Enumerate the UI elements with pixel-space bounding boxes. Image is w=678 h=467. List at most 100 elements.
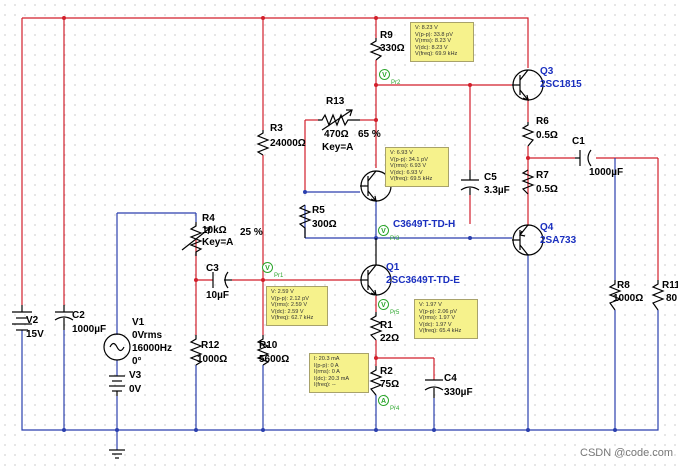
- r10-name: R10: [259, 340, 278, 351]
- probe-3-icon[interactable]: V: [378, 225, 389, 236]
- resistor-r10-symbol[interactable]: [256, 335, 270, 366]
- resistor-r2-symbol[interactable]: [369, 366, 383, 396]
- r13-name: R13: [326, 96, 345, 107]
- c1-name: C1: [572, 136, 585, 147]
- probe-2-line-5: V(freq): 69.9 kHz: [415, 51, 458, 58]
- r11-name: R11: [662, 280, 678, 291]
- r3-value: 24000Ω: [270, 138, 306, 149]
- r4-key: Key=A: [202, 237, 234, 248]
- probe-2-tag: Pr2: [391, 80, 401, 86]
- r10-value: 5600Ω: [259, 354, 290, 365]
- r12-value: 1000Ω: [197, 354, 228, 365]
- r1-value: 22Ω: [380, 333, 400, 344]
- junctions-blue: [62, 190, 617, 432]
- r2-name: R2: [380, 366, 393, 377]
- resistor-r3-symbol[interactable]: [256, 130, 270, 156]
- watermark: CSDN @code.com: [580, 447, 674, 459]
- r11-value: 80: [666, 293, 678, 304]
- c4-name: C4: [444, 373, 457, 384]
- probe-1-line-3: V(rms): 2.59 V: [271, 302, 308, 309]
- resistor-r5-symbol[interactable]: [298, 204, 312, 238]
- probe-4-icon[interactable]: A: [378, 395, 389, 406]
- probe-3-line-3: V(rms): 6.93 V: [390, 163, 427, 170]
- probe-5-line-5: V(freq): 65.4 kHz: [419, 328, 462, 335]
- probe-2-line-3: V(rms): 8.23 V: [415, 38, 452, 45]
- capacitor-c2-symbol[interactable]: [54, 305, 74, 330]
- transistor-q2-symbol[interactable]: [360, 170, 392, 202]
- v1-freq: 16000Hz: [132, 343, 173, 354]
- transistor-q4-symbol[interactable]: [512, 224, 544, 256]
- probe-3-line-4: V(dc): 6.93 V: [390, 169, 423, 176]
- ac-source-v1-symbol[interactable]: [103, 333, 131, 361]
- v1-vrms: 0Vrms: [132, 330, 163, 341]
- r13-key: Key=A: [322, 142, 354, 153]
- junctions: [62, 16, 530, 360]
- probe-2-readout: V: 8.23 V V(p-p): 33.8 pV V(rms): 8.23 V…: [410, 22, 474, 62]
- probe-5-line-2: V(p-p): 2.06 pV: [419, 308, 457, 315]
- q3-name: Q3: [540, 66, 554, 77]
- resistor-r11-symbol[interactable]: [651, 280, 665, 311]
- capacitor-c3-symbol[interactable]: [212, 271, 232, 289]
- resistor-r8-symbol[interactable]: [608, 280, 622, 311]
- resistor-r7-symbol[interactable]: [521, 169, 535, 195]
- c2-name: C2: [72, 310, 85, 321]
- r5-value: 300Ω: [312, 219, 337, 230]
- resistor-r9-symbol[interactable]: [369, 38, 383, 61]
- probe-1-icon[interactable]: V: [262, 262, 273, 273]
- q1-part: 2SC3649T-TD-E: [386, 275, 460, 286]
- resistor-r1-symbol[interactable]: [369, 312, 383, 341]
- probe-3-line-1: V: 6.93 V: [390, 150, 413, 156]
- v2-name: V2: [26, 315, 39, 326]
- q2-part: C3649T-TD-H: [393, 219, 456, 230]
- probe-2-icon[interactable]: V: [379, 69, 390, 80]
- c1-value: 1000µF: [589, 167, 624, 178]
- resistor-r6-symbol[interactable]: [521, 122, 535, 147]
- battery-v2-symbol[interactable]: [12, 305, 32, 331]
- probe-3-line-2: V(p-p): 34.1 pV: [390, 156, 428, 163]
- probe-1-line-5: V(freq): 62.7 kHz: [271, 315, 314, 322]
- q1-name: Q1: [386, 262, 400, 273]
- probe-3-line-5: V(freq): 69.5 kHz: [390, 176, 433, 183]
- probe-1-line-4: V(dc): 2.59 V: [271, 308, 304, 315]
- transistor-q1-symbol[interactable]: [360, 238, 392, 296]
- c3-value: 10µF: [206, 290, 229, 301]
- probe-4-readout: I: 20.3 mA I(p-p): 0 A I(rms): 0 A I(dc)…: [309, 353, 369, 393]
- battery-v3-symbol[interactable]: [109, 375, 125, 396]
- probe-2-line-1: V: 8.23 V: [415, 25, 438, 31]
- r4-name: R4: [202, 213, 215, 224]
- transistor-q3-symbol[interactable]: [512, 69, 544, 101]
- capacitor-c4-symbol[interactable]: [424, 379, 444, 398]
- v3-name: V3: [129, 370, 142, 381]
- r1-name: R1: [380, 320, 393, 331]
- probe-1-line-1: V: 2.59 V: [271, 289, 294, 295]
- probe-1-line-2: V(p-p): 2.12 pV: [271, 295, 309, 302]
- r9-value: 330Ω: [380, 43, 405, 54]
- v1-name: V1: [132, 317, 145, 328]
- probe-4-line-2: I(p-p): 0 A: [314, 362, 339, 369]
- c3-name: C3: [206, 263, 219, 274]
- r4-percent: 25 %: [240, 227, 263, 238]
- probe-5-icon[interactable]: V: [378, 299, 389, 310]
- r6-value: 0.5Ω: [536, 130, 558, 141]
- r7-value: 0.5Ω: [536, 184, 558, 195]
- q3-part: 2SC1815: [540, 79, 582, 90]
- ground-symbol: [109, 449, 125, 459]
- probe-5-tag: Pr5: [390, 310, 400, 316]
- probe-5-readout: V: 1.97 V V(p-p): 2.06 pV V(rms): 1.97 V…: [414, 299, 478, 339]
- blue-wires: [21, 158, 659, 450]
- probe-4-line-5: I(freq): --: [314, 382, 336, 389]
- r6-name: R6: [536, 116, 549, 127]
- r7-name: R7: [536, 170, 549, 181]
- probe-2-line-4: V(dc): 8.23 V: [415, 44, 448, 51]
- r8-value: 1000Ω: [613, 293, 644, 304]
- capacitor-c1-symbol[interactable]: [575, 149, 592, 167]
- r9-name: R9: [380, 30, 393, 41]
- potentiometer-r13-symbol[interactable]: [318, 109, 360, 131]
- resistor-r12-symbol[interactable]: [189, 335, 203, 366]
- potentiometer-r4-symbol[interactable]: [181, 222, 211, 256]
- c4-value: 330µF: [444, 387, 473, 398]
- capacitor-c5-symbol[interactable]: [460, 170, 480, 195]
- probe-5-line-1: V: 1.97 V: [419, 302, 442, 308]
- q4-part: 2SA733: [540, 235, 577, 246]
